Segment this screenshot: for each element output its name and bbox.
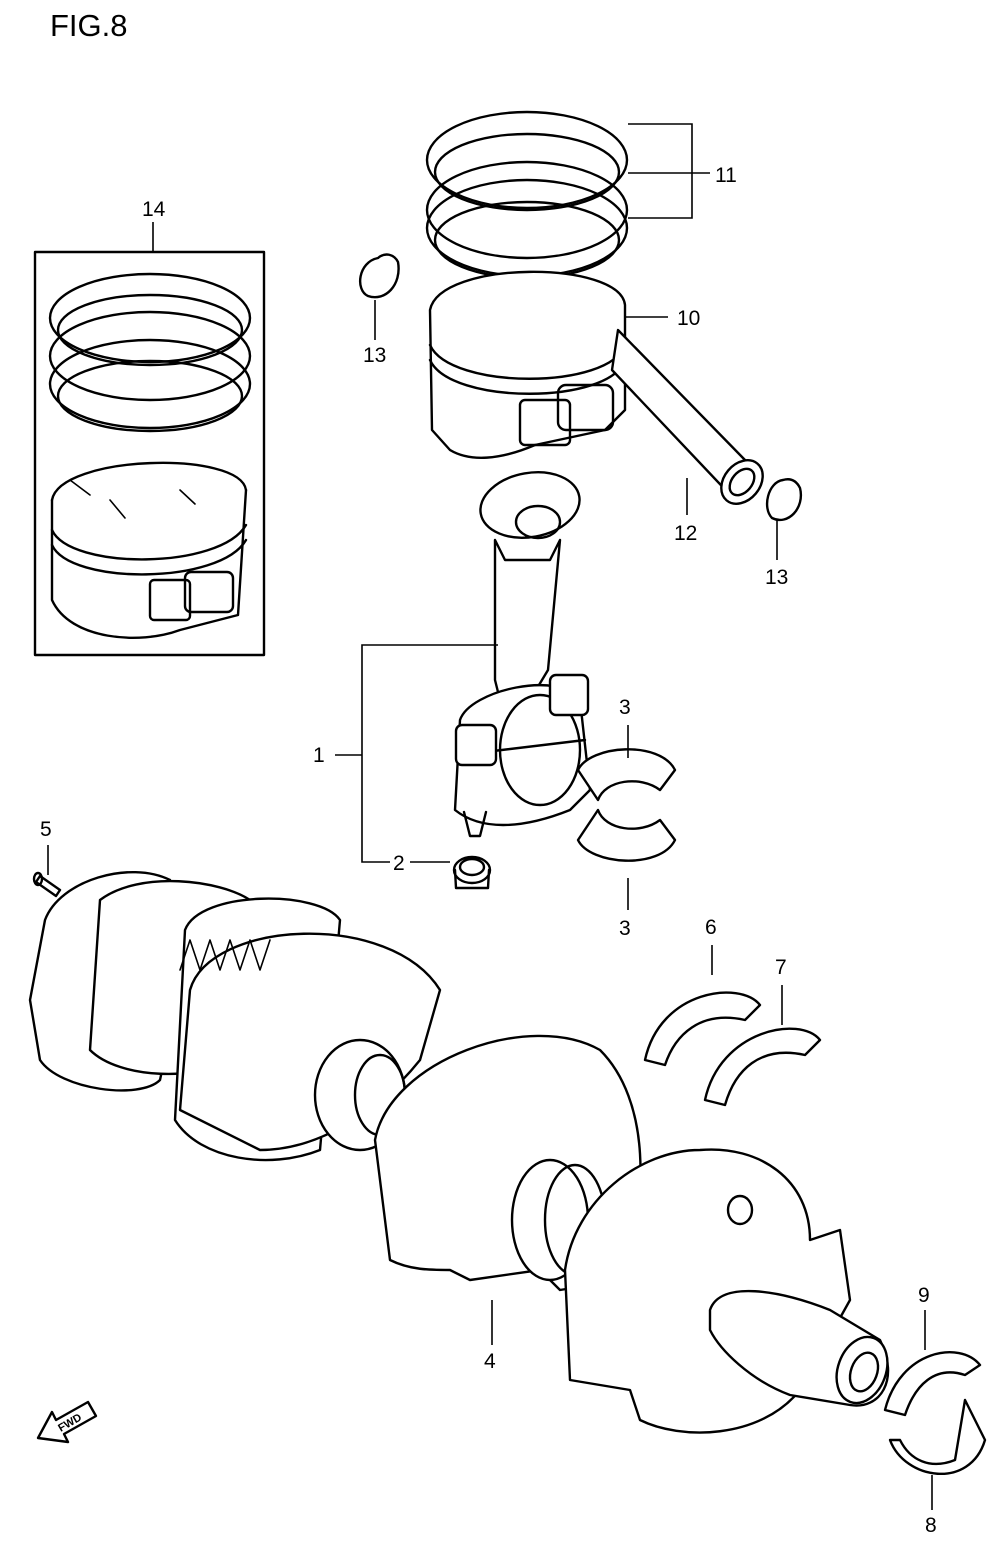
con-rod-nut — [452, 855, 492, 890]
callout-2: 2 — [393, 852, 405, 875]
piston-kit-frame — [33, 250, 266, 657]
piston-kit-assembly — [33, 250, 266, 657]
piston — [428, 270, 627, 459]
con-rod-bearings — [576, 748, 677, 862]
circlip-upper — [358, 253, 400, 299]
callout-14: 14 — [142, 198, 166, 221]
circlip-lower — [765, 478, 803, 522]
callout-6: 6 — [705, 916, 717, 939]
connecting-rod — [453, 471, 592, 838]
callout-13-upper: 13 — [363, 344, 386, 367]
callout-3-upper: 3 — [619, 696, 631, 719]
callout-9: 9 — [918, 1284, 930, 1307]
leader-lines — [47, 123, 933, 1510]
callout-8: 8 — [925, 1514, 937, 1537]
callout-4: 4 — [484, 1350, 496, 1373]
figure-title: FIG.8 — [50, 8, 128, 43]
callout-7: 7 — [775, 956, 787, 979]
callout-11: 11 — [715, 164, 737, 187]
fwd-arrow-icon: FWD — [36, 1400, 98, 1444]
piston-pin — [610, 328, 764, 505]
crankshaft — [28, 871, 890, 1434]
callout-5: 5 — [40, 818, 52, 841]
dowel-pin — [32, 871, 62, 898]
callout-1: 1 — [313, 744, 325, 767]
thrust-washer-7 — [703, 1027, 822, 1107]
callout-13-lower: 13 — [765, 566, 788, 589]
crank-bearing-9 — [883, 1351, 982, 1417]
callout-3-lower: 3 — [619, 917, 631, 940]
callout-10: 10 — [677, 307, 700, 330]
thrust-washer-6 — [643, 991, 762, 1067]
crank-bearing-8 — [888, 1398, 987, 1476]
callout-12: 12 — [674, 522, 697, 545]
piston-rings — [425, 110, 629, 280]
